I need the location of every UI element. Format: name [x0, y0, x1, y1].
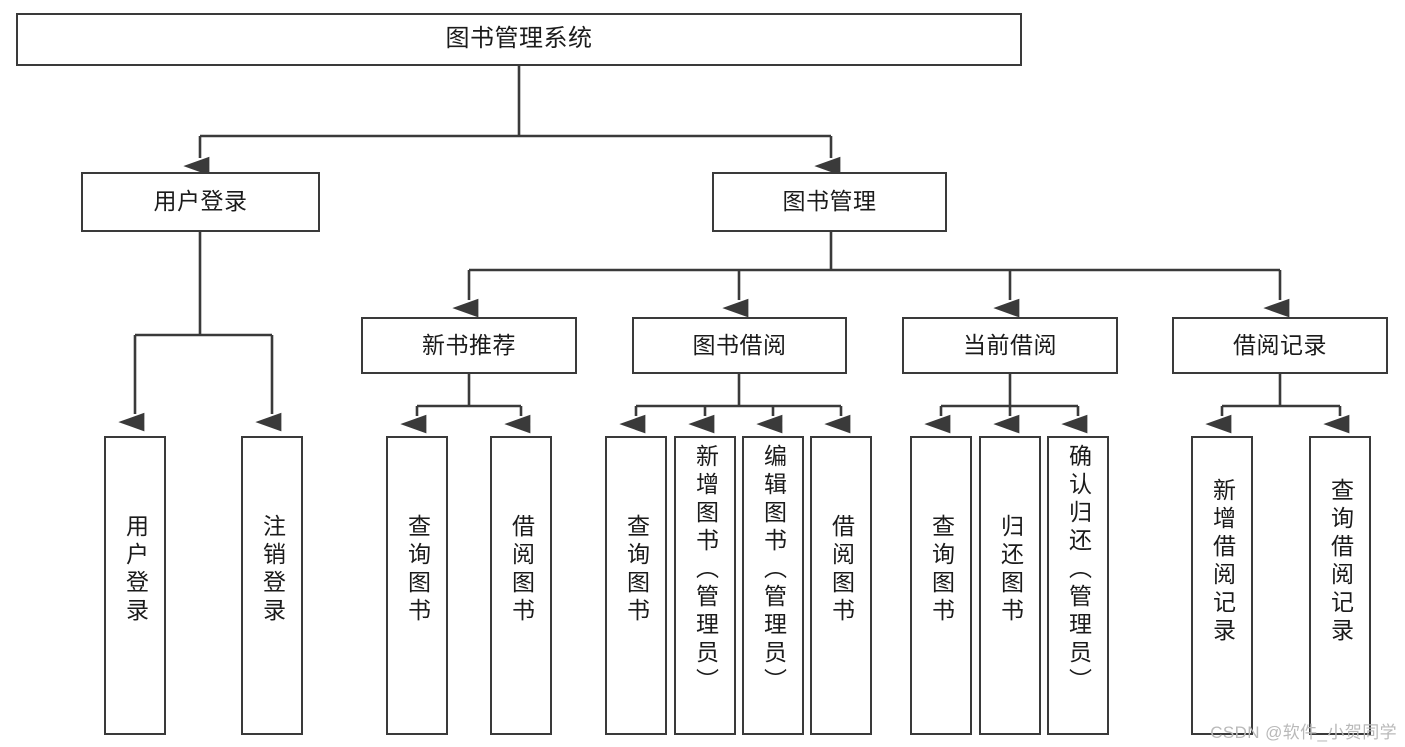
leaf-return-book-label: 归还图书 [997, 514, 1024, 626]
leaf-confirm-return-label: 确认归还（管理员） [1065, 444, 1092, 696]
leaf-borrow-book-2-label: 借阅图书 [828, 514, 855, 626]
leaf-add-book-label: 新增图书（管理员） [692, 444, 719, 696]
leaf-query-book-2-label: 查询图书 [623, 514, 650, 626]
leaf-logout[interactable]: 注销登录 [241, 436, 303, 735]
node-book-borrow[interactable]: 图书借阅 [632, 317, 847, 374]
node-root-label: 图书管理系统 [445, 25, 593, 53]
node-user-login-label: 用户登录 [153, 188, 248, 215]
node-user-login[interactable]: 用户登录 [81, 172, 320, 232]
leaf-borrow-book-1[interactable]: 借阅图书 [490, 436, 552, 735]
node-borrow-record[interactable]: 借阅记录 [1172, 317, 1388, 374]
node-borrow-record-label: 借阅记录 [1233, 331, 1327, 358]
leaf-query-record[interactable]: 查询借阅记录 [1309, 436, 1371, 735]
leaf-borrow-book-1-label: 借阅图书 [508, 514, 535, 626]
node-book-manage[interactable]: 图书管理 [712, 172, 947, 232]
watermark-text: CSDN @软件_小贺同学 [1210, 723, 1397, 742]
node-book-borrow-label: 图书借阅 [692, 331, 787, 358]
leaf-return-book[interactable]: 归还图书 [979, 436, 1041, 735]
node-current-borrow-label: 当前借阅 [963, 331, 1057, 358]
leaf-add-record-label: 新增借阅记录 [1209, 478, 1236, 646]
leaf-query-record-label: 查询借阅记录 [1327, 478, 1354, 646]
leaf-query-book-2[interactable]: 查询图书 [605, 436, 667, 735]
leaf-user-login-label: 用户登录 [122, 514, 149, 626]
leaf-add-book[interactable]: 新增图书（管理员） [674, 436, 736, 735]
leaf-user-login[interactable]: 用户登录 [104, 436, 166, 735]
leaf-query-book-1-label: 查询图书 [404, 514, 431, 626]
node-current-borrow[interactable]: 当前借阅 [902, 317, 1118, 374]
leaf-borrow-book-2[interactable]: 借阅图书 [810, 436, 872, 735]
leaf-edit-book[interactable]: 编辑图书（管理员） [742, 436, 804, 735]
leaf-query-book-1[interactable]: 查询图书 [386, 436, 448, 735]
node-root[interactable]: 图书管理系统 [16, 13, 1022, 66]
node-new-book-rec-label: 新书推荐 [422, 331, 516, 358]
leaf-logout-label: 注销登录 [259, 514, 286, 626]
leaf-edit-book-label: 编辑图书（管理员） [760, 444, 787, 696]
leaf-confirm-return[interactable]: 确认归还（管理员） [1047, 436, 1109, 735]
leaf-query-book-3[interactable]: 查询图书 [910, 436, 972, 735]
node-new-book-rec[interactable]: 新书推荐 [361, 317, 577, 374]
leaf-query-book-3-label: 查询图书 [928, 514, 955, 626]
leaf-add-record[interactable]: 新增借阅记录 [1191, 436, 1253, 735]
node-book-manage-label: 图书管理 [782, 188, 877, 215]
